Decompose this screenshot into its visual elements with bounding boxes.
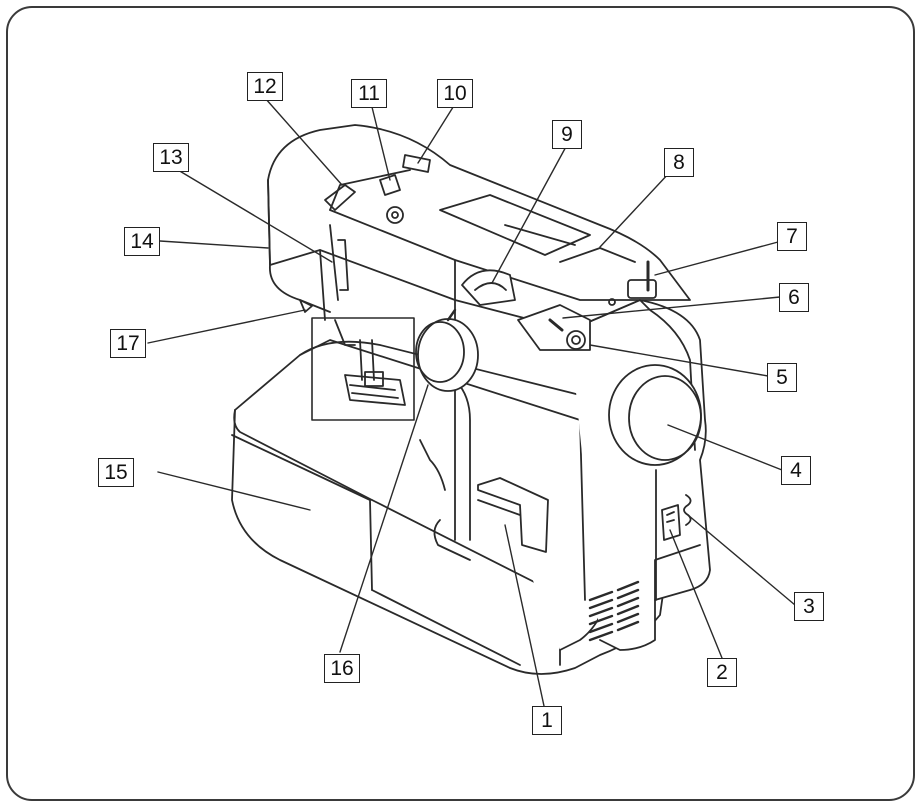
callout-4: 4 xyxy=(781,456,811,485)
callout-2: 2 xyxy=(707,658,737,687)
front-controls xyxy=(477,477,692,553)
callout-16: 16 xyxy=(324,654,360,683)
callout-13: 13 xyxy=(153,143,189,172)
callout-9: 9 xyxy=(552,120,582,149)
callout-11: 11 xyxy=(351,79,387,108)
callout-3: 3 xyxy=(794,592,824,621)
machine-arm xyxy=(267,124,702,466)
callout-5: 5 xyxy=(767,363,797,392)
callout-12: 12 xyxy=(247,72,283,101)
callout-6: 6 xyxy=(779,283,809,312)
callout-7: 7 xyxy=(777,222,807,251)
callout-14: 14 xyxy=(124,227,160,256)
callout-8: 8 xyxy=(664,148,694,177)
callout-17: 17 xyxy=(110,329,146,358)
callout-1: 1 xyxy=(532,706,562,735)
leader-lines xyxy=(147,97,796,707)
needle-area xyxy=(299,299,479,421)
callout-10: 10 xyxy=(437,79,473,108)
callout-15: 15 xyxy=(98,458,134,487)
